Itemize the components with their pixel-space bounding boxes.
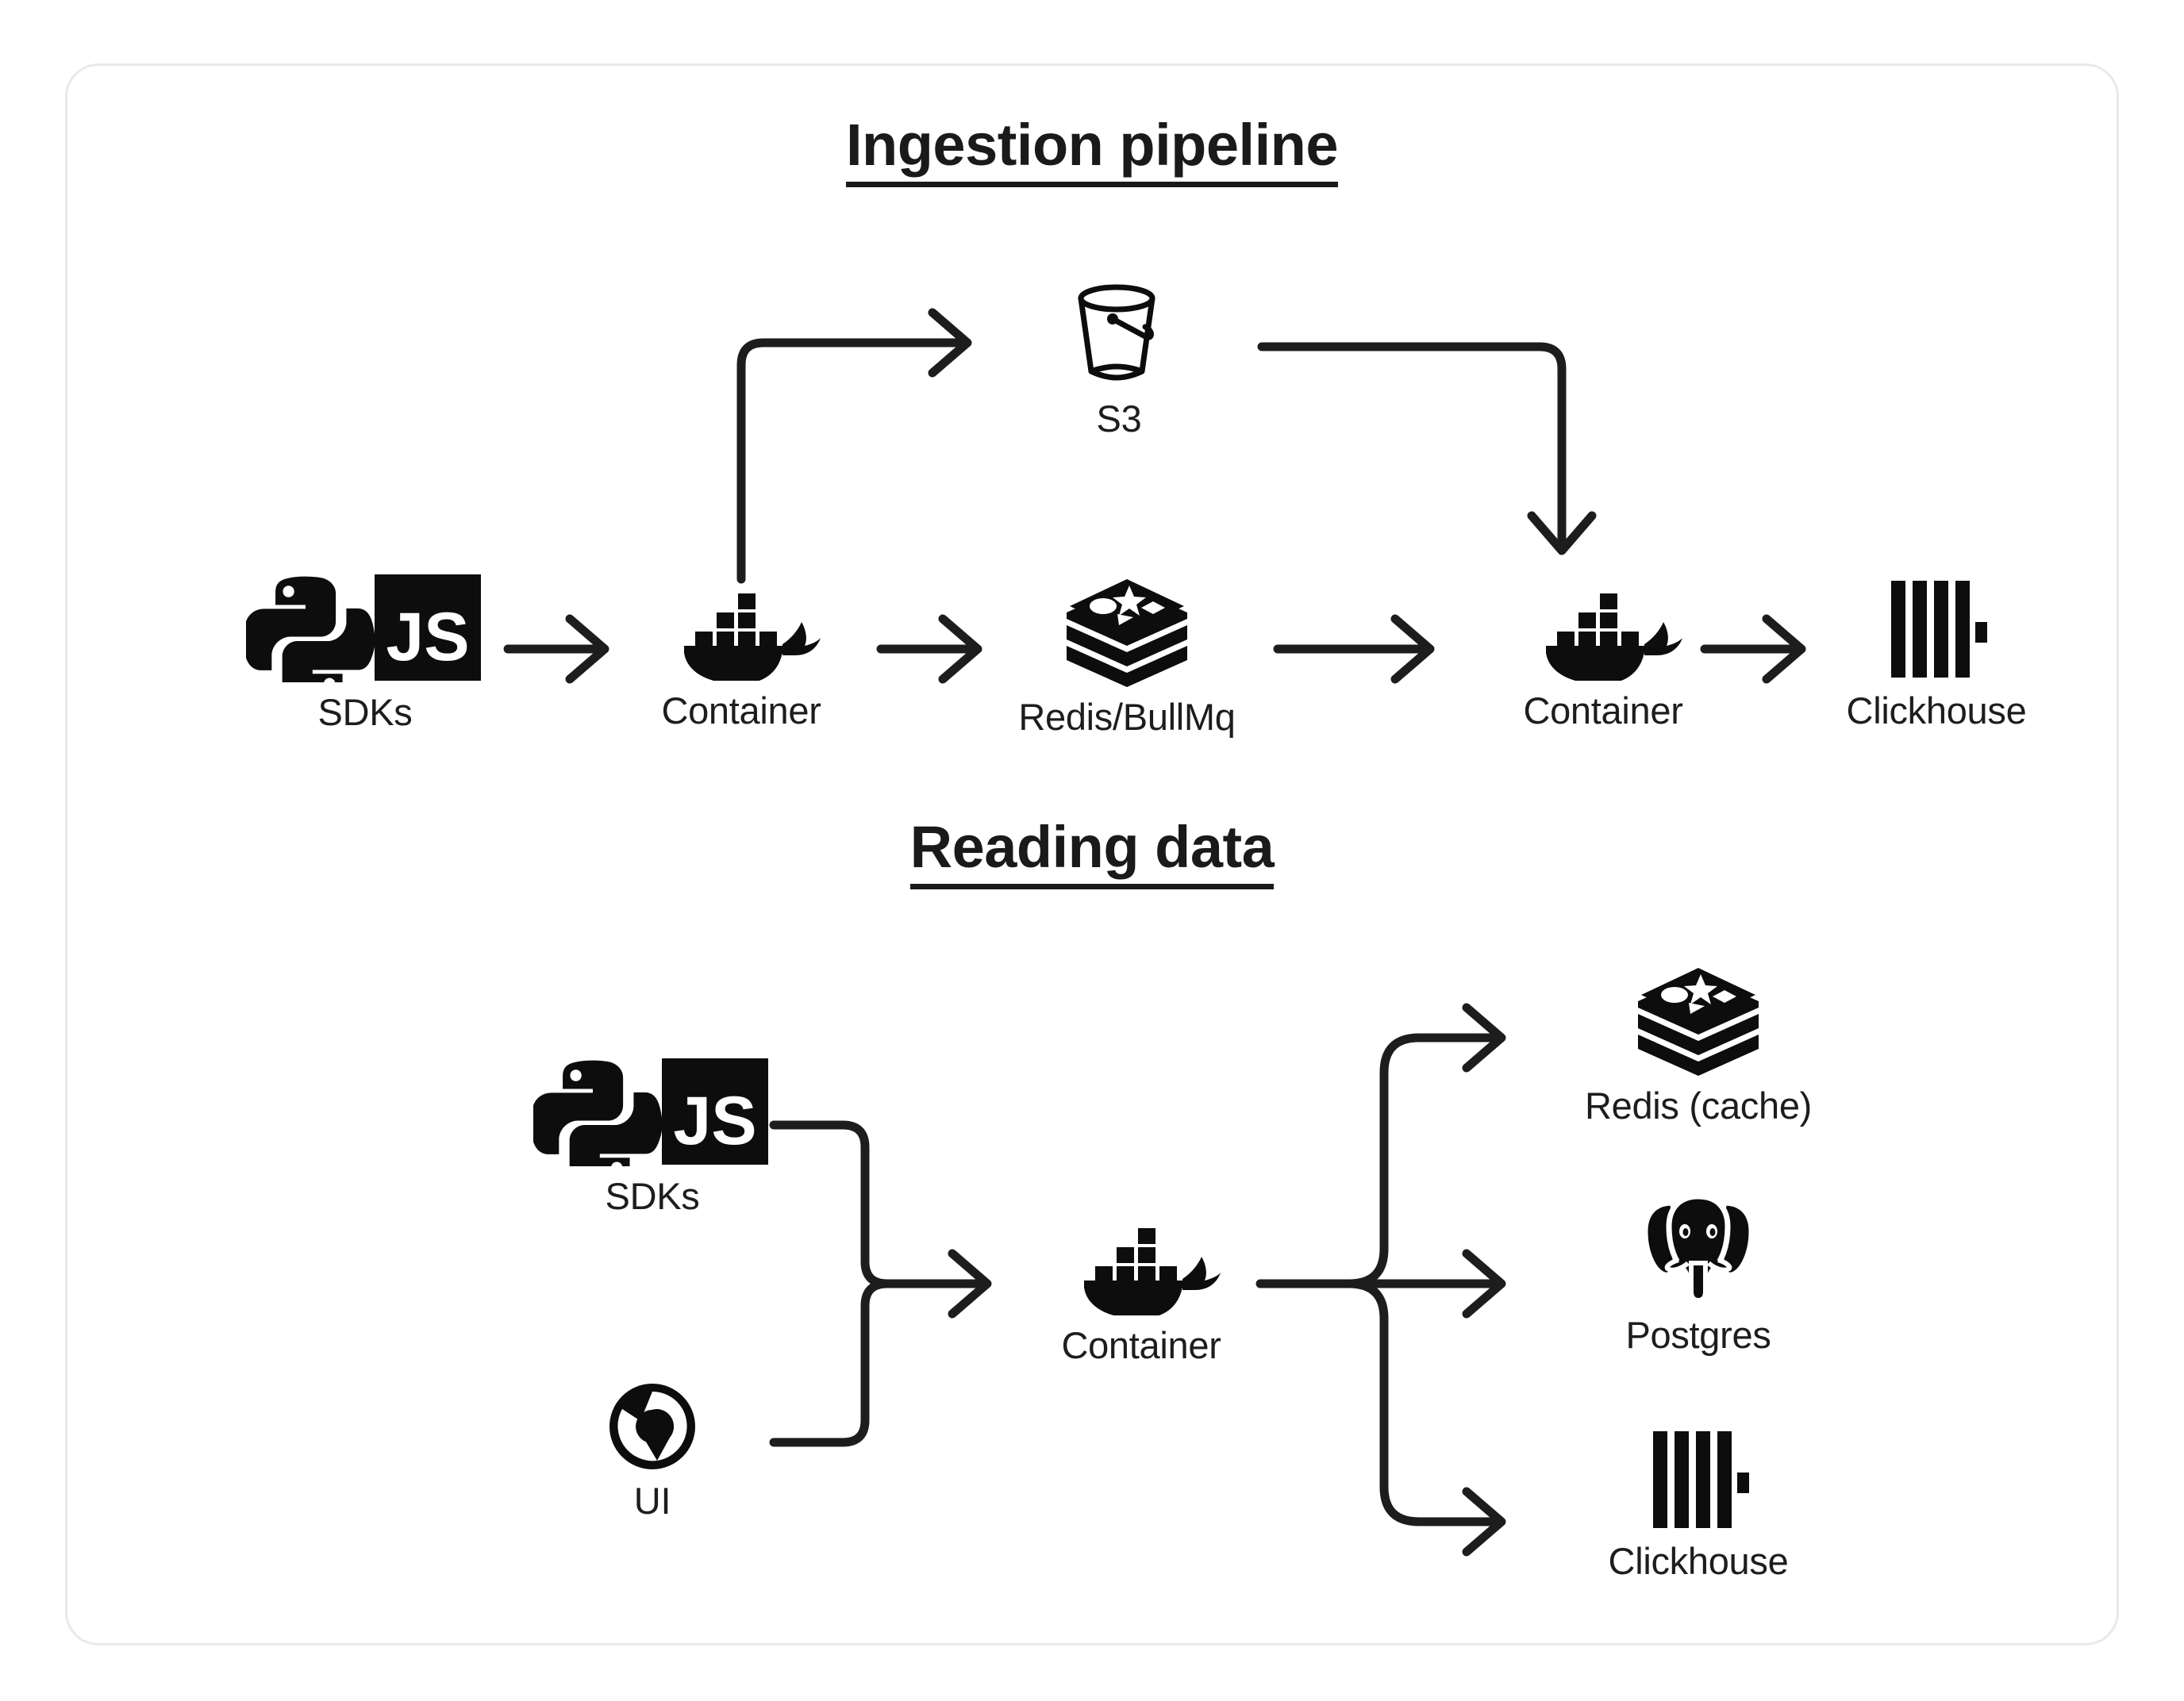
node-clickhouse-top[interactable]: Clickhouse — [1817, 578, 2055, 732]
node-label-postgres: Postgres — [1625, 1314, 1771, 1356]
node-label-redis-bullmq: Redis/BullMq — [1018, 696, 1236, 738]
node-label-sdks-top: SDKs — [317, 691, 413, 733]
node-sdks-top[interactable]: JS SDKs — [246, 571, 484, 734]
node-container-2[interactable]: Container — [1500, 586, 1706, 732]
node-label-ui: UI — [633, 1480, 671, 1522]
node-clickhouse-bottom[interactable]: Clickhouse — [1571, 1428, 1825, 1583]
node-label-container-3: Container — [1061, 1324, 1221, 1366]
node-label-sdks-bottom: SDKs — [605, 1175, 700, 1217]
node-sdks-bottom[interactable]: JS SDKs — [533, 1055, 771, 1218]
node-label-container-1: Container — [661, 689, 821, 731]
redis-icon — [1638, 968, 1759, 1076]
node-container-1[interactable]: Container — [638, 586, 844, 732]
python-js-icon: JS — [533, 1058, 768, 1166]
python-js-icon: JS — [246, 574, 481, 682]
bucket-icon — [1078, 284, 1155, 381]
docker-icon — [684, 593, 821, 681]
node-label-clickhouse-bottom: Clickhouse — [1608, 1540, 1789, 1582]
node-label-clickhouse-top: Clickhouse — [1846, 689, 2027, 731]
section-title-ingestion-text: Ingestion pipeline — [845, 111, 1339, 187]
section-title-reading-text: Reading data — [909, 813, 1275, 889]
node-postgres[interactable]: Postgres — [1595, 1190, 1801, 1357]
clickhouse-icon — [1891, 581, 1987, 678]
node-s3[interactable]: S3 — [1040, 278, 1198, 440]
chrome-icon — [609, 1384, 695, 1469]
section-title-reading: Reading data — [0, 813, 2184, 889]
node-container-3[interactable]: Container — [1022, 1220, 1260, 1367]
node-ui[interactable]: UI — [573, 1382, 732, 1522]
node-redis-bullmq[interactable]: Redis/BullMq — [1008, 578, 1246, 739]
node-label-redis-cache: Redis (cache) — [1584, 1085, 1813, 1127]
docker-icon — [1546, 593, 1682, 681]
section-title-ingestion: Ingestion pipeline — [0, 111, 2184, 187]
node-label-container-2: Container — [1523, 689, 1683, 731]
svg-text:JS: JS — [673, 1083, 756, 1159]
clickhouse-icon — [1653, 1431, 1749, 1528]
docker-icon — [1084, 1228, 1221, 1315]
svg-text:JS: JS — [386, 599, 469, 675]
node-label-s3: S3 — [1096, 397, 1142, 440]
redis-icon — [1067, 579, 1187, 687]
postgres-icon — [1642, 1193, 1755, 1304]
diagram-card — [65, 63, 2119, 1645]
node-redis-cache[interactable]: Redis (cache) — [1555, 966, 1841, 1127]
